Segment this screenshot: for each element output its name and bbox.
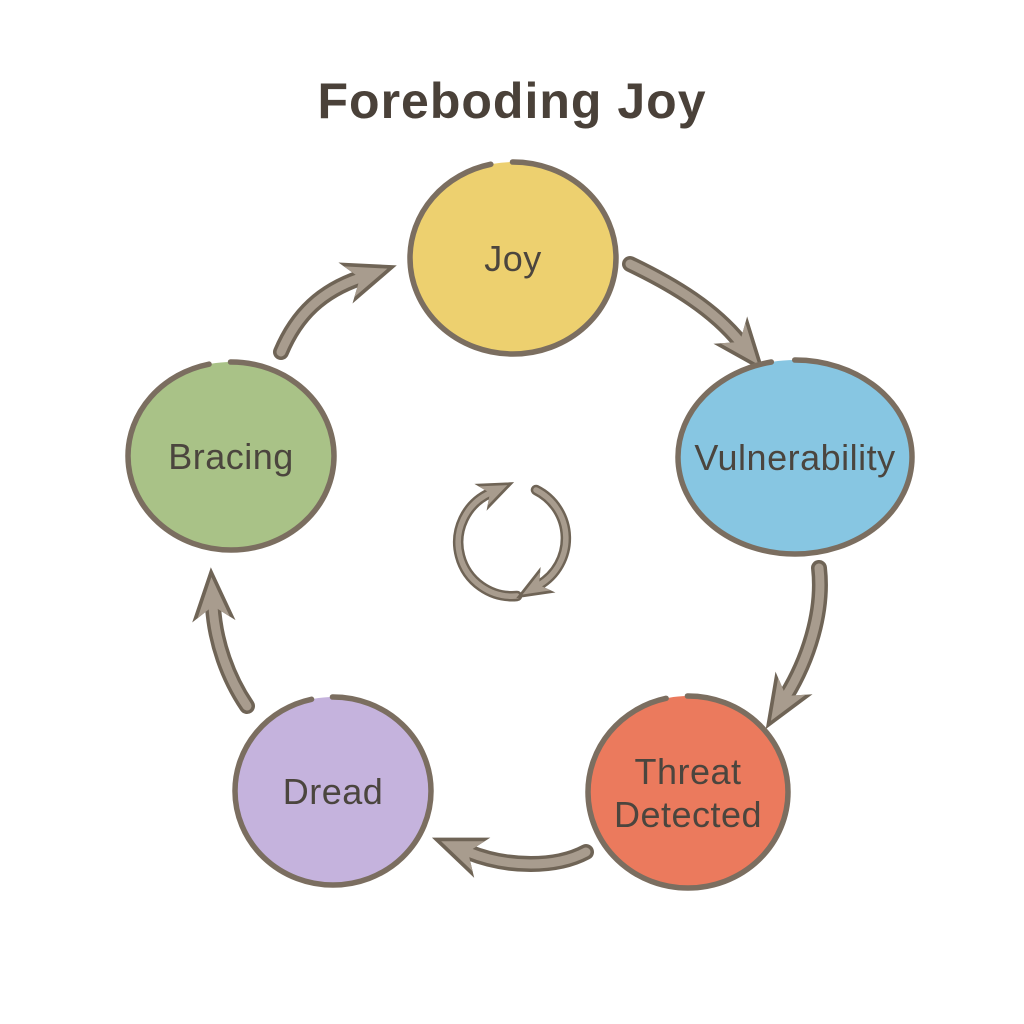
arrow-joy-to-vulnerability bbox=[622, 256, 765, 373]
arrow-dread-to-bracing bbox=[192, 567, 255, 714]
vulnerability-label: Vulnerability bbox=[694, 437, 895, 478]
arrow-vulnerability-to-threat bbox=[765, 560, 828, 730]
threat-detected-label-line2: Detected bbox=[614, 794, 762, 835]
threat-detected-label-line1: Threat bbox=[634, 751, 741, 792]
joy-circle bbox=[407, 159, 619, 357]
node-dread: Dread bbox=[232, 694, 434, 888]
node-joy: Joy bbox=[407, 159, 619, 357]
diagram-title: Foreboding Joy bbox=[318, 73, 707, 129]
bracing-label: Bracing bbox=[168, 436, 294, 477]
vulnerability-circle bbox=[675, 357, 915, 557]
node-threat-detected: Threat Detected bbox=[585, 693, 791, 891]
dread-circle bbox=[232, 694, 434, 888]
threat-detected-circle bbox=[585, 693, 791, 891]
node-bracing: Bracing bbox=[125, 359, 337, 553]
cycle-arrows-icon bbox=[453, 482, 572, 602]
bracing-circle bbox=[125, 359, 337, 553]
arrow-bracing-to-joy bbox=[273, 262, 397, 360]
dread-label: Dread bbox=[283, 771, 384, 812]
node-vulnerability: Vulnerability bbox=[675, 357, 915, 557]
joy-label: Joy bbox=[484, 238, 542, 279]
arrow-threat-to-dread bbox=[431, 837, 594, 878]
